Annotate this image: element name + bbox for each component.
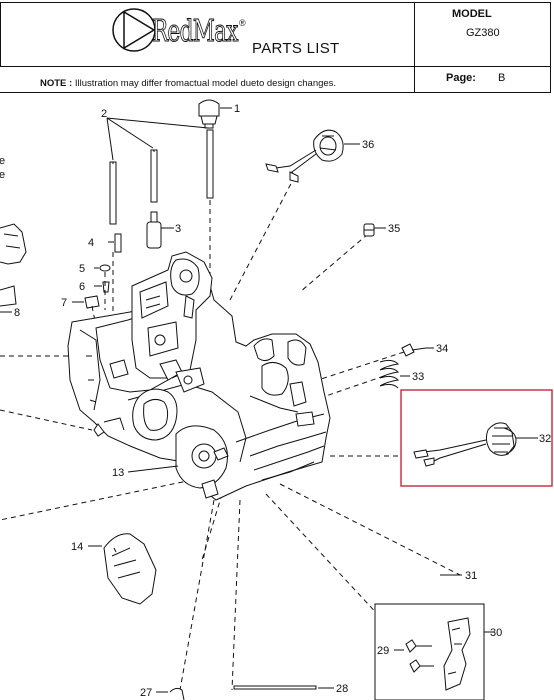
note-text: Illustration may differ fromactual model…: [74, 78, 337, 89]
label-part-32: 32: [539, 433, 551, 445]
label-part-6: 6: [79, 281, 85, 293]
part-number-labels: 1 2 3 4 5 6 7 8 13 14 27 28 29 30 31 32 …: [14, 103, 551, 699]
label-part-4: 4: [88, 237, 94, 249]
page-title: PARTS LIST: [252, 40, 340, 57]
label-part-1: 1: [234, 103, 240, 115]
oil-pump-block: [131, 251, 213, 393]
parts-list-header: RedMax ® PARTS LIST NOTE : Illustration …: [0, 0, 554, 94]
brand-name: RedMax: [152, 14, 239, 50]
part-spring: [379, 359, 410, 389]
header-frame: [0, 2, 551, 93]
label-part-28: 28: [336, 683, 348, 695]
label-part-27: 27: [140, 687, 152, 699]
part-oil-cap: [265, 129, 360, 183]
label-part-31: 31: [465, 570, 477, 582]
label-part-5: 5: [79, 263, 85, 275]
left-partial-part: [0, 223, 27, 307]
label-part-34: 34: [436, 343, 448, 355]
part-bar-plate: [88, 533, 157, 605]
registered-mark: ®: [239, 18, 246, 28]
label-part-29: 29: [377, 645, 389, 657]
left-fragment-text: e: [0, 169, 5, 181]
part-pins: [106, 117, 214, 225]
label-part-13: 13: [112, 467, 124, 479]
part-bolt: [401, 343, 434, 357]
label-part-2: 2: [101, 108, 107, 120]
redmax-logo-icon: [112, 8, 156, 52]
part-washer: [94, 264, 111, 272]
part-screw: [94, 281, 110, 293]
part-cap: [198, 99, 232, 129]
part-fitting: [108, 233, 122, 253]
header-divider: [0, 2, 1, 66]
note-label: NOTE :: [40, 78, 73, 89]
label-part-7: 7: [61, 297, 67, 309]
header-divider: [0, 66, 551, 67]
model-label: MODEL: [452, 8, 492, 20]
part-small-bottom: [156, 687, 185, 700]
leader-line: [127, 465, 179, 473]
label-part-3: 3: [175, 223, 181, 235]
label-part-36: 36: [362, 139, 374, 151]
note-line: NOTE : Illustration may differ fromactua…: [40, 78, 336, 89]
assembly-lines: [0, 175, 461, 691]
model-value: GZ380: [466, 27, 500, 39]
label-part-14: 14: [71, 541, 83, 553]
label-part-8: 8: [14, 307, 20, 319]
part-rod: [233, 685, 334, 690]
crankcase-body: [67, 285, 331, 501]
part-bushing: [72, 295, 100, 309]
label-part-33: 33: [412, 371, 424, 383]
label-part-35: 35: [388, 223, 400, 235]
part-bracket-box: [374, 603, 494, 700]
page-value: B: [498, 72, 506, 84]
left-fragment-text: e: [0, 155, 5, 167]
part-fuel-cap-highlight: [400, 389, 553, 487]
label-part-30: 30: [490, 627, 502, 639]
page-label: Page:: [446, 72, 476, 84]
part-filter: [146, 211, 174, 249]
part-plug: [363, 223, 386, 237]
header-divider: [414, 2, 415, 93]
